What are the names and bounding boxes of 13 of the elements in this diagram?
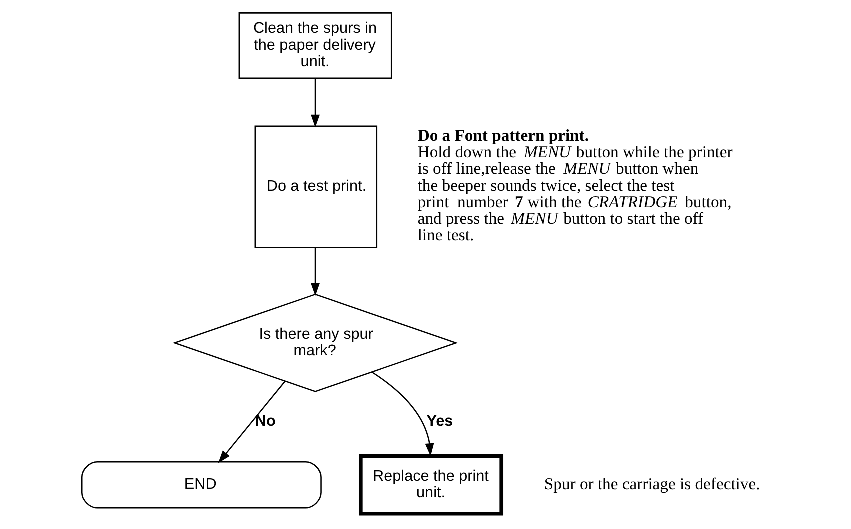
node-box: Clean the spurs in the paper delivery unit.: [238, 12, 392, 80]
node-diamond: Is there any spur mark?: [172, 294, 458, 392]
node-box: Do a test print.: [254, 126, 378, 249]
arrow: [311, 247, 320, 296]
edge-label: Yes: [426, 412, 454, 430]
node-box: Replace the print unit.: [359, 454, 504, 516]
node-label: Do a Font pattern print.: [418, 126, 589, 145]
arrow: [311, 78, 320, 128]
edge-label: No: [255, 412, 276, 430]
arrow: [218, 381, 286, 464]
node-box: END: [81, 461, 322, 509]
node-label: Spur or the carriage is defective.: [544, 474, 760, 494]
arrow: [372, 372, 434, 456]
